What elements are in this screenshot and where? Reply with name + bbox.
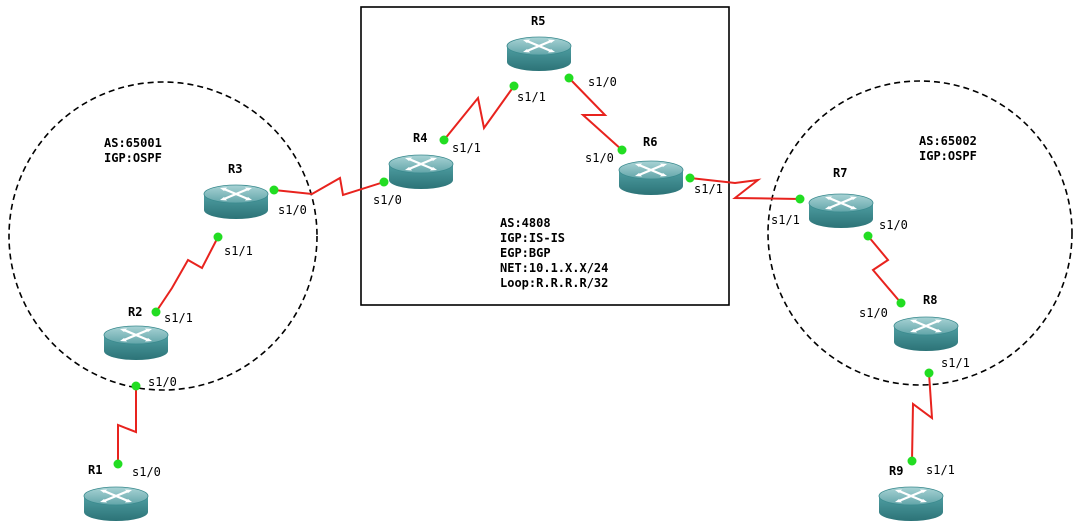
iface-label-r6-s11: s1/1 [694, 182, 723, 196]
as-4808-number: AS:4808 [500, 216, 551, 230]
iface-label-r5-s11: s1/1 [517, 90, 546, 104]
port-r3-s10 [269, 185, 279, 195]
iface-label-r3-s10: s1/0 [278, 203, 307, 217]
as-65001-boundary [8, 81, 318, 391]
as-65002-boundary [767, 80, 1073, 386]
router-r9[interactable] [877, 485, 945, 523]
port-r6-s11 [685, 173, 695, 183]
as-4808-net: NET:10.1.X.X/24 [500, 261, 608, 275]
iface-label-r1-s10: s1/0 [132, 465, 161, 479]
iface-label-r2-s10: s1/0 [148, 375, 177, 389]
router-r6[interactable] [617, 159, 685, 197]
port-r3-s11 [213, 232, 223, 242]
router-r5-label: R5 [531, 14, 545, 28]
port-r1-s10 [113, 459, 123, 469]
iface-label-r5-s10: s1/0 [588, 75, 617, 89]
port-r8-s11 [924, 368, 934, 378]
port-r7-s10 [863, 231, 873, 241]
router-r2[interactable] [102, 324, 170, 362]
link-r4-r5 [443, 85, 515, 141]
port-r4-s10 [379, 177, 389, 187]
router-r3-label: R3 [228, 162, 242, 176]
link-r8-r9 [911, 372, 934, 462]
link-r2-r3 [155, 236, 219, 313]
port-r9-s11 [907, 456, 917, 466]
port-r7-s11 [795, 194, 805, 204]
as-4808-loopback: Loop:R.R.R.R/32 [500, 276, 608, 290]
router-r9-label: R9 [889, 464, 903, 478]
port-r4-s11 [439, 135, 449, 145]
iface-label-r8-s10: s1/0 [859, 306, 888, 320]
router-r4-label: R4 [413, 131, 427, 145]
router-r7[interactable] [807, 192, 875, 230]
router-r4[interactable] [387, 153, 455, 191]
router-r1-label: R1 [88, 463, 102, 477]
iface-label-r2-s11: s1/1 [164, 311, 193, 325]
port-r8-s10 [896, 298, 906, 308]
as-4808-egp: EGP:BGP [500, 246, 551, 260]
link-r6-r7 [689, 177, 801, 200]
iface-label-r3-s11: s1/1 [224, 244, 253, 258]
link-r3-r4 [273, 176, 385, 197]
as-65001-igp: IGP:OSPF [104, 151, 162, 165]
iface-label-r7-s10: s1/0 [879, 218, 908, 232]
as-65001-number: AS:65001 [104, 136, 162, 150]
iface-label-r4-s11: s1/1 [452, 141, 481, 155]
as-65002-igp: IGP:OSPF [919, 149, 977, 163]
router-r8-label: R8 [923, 293, 937, 307]
router-r6-label: R6 [643, 135, 657, 149]
iface-label-r8-s11: s1/1 [941, 356, 970, 370]
router-r3[interactable] [202, 183, 270, 221]
iface-label-r6-s10: s1/0 [585, 151, 614, 165]
link-r7-r8 [867, 235, 902, 304]
iface-label-r4-s10: s1/0 [373, 193, 402, 207]
router-r8[interactable] [892, 315, 960, 353]
as-65002-number: AS:65002 [919, 134, 977, 148]
router-r5[interactable] [505, 35, 573, 73]
router-r7-label: R7 [833, 166, 847, 180]
port-r5-s10 [564, 73, 574, 83]
link-r5-r6 [568, 77, 623, 151]
router-r2-label: R2 [128, 305, 142, 319]
iface-label-r9-s11: s1/1 [926, 463, 955, 477]
as-4808-igp: IGP:IS-IS [500, 231, 565, 245]
as-4808-boundary [360, 6, 730, 306]
iface-label-r7-s11: s1/1 [771, 213, 800, 227]
port-r2-s10 [131, 381, 141, 391]
link-r1-r2 [117, 386, 137, 464]
port-r6-s10 [617, 145, 627, 155]
port-r2-s11 [151, 307, 161, 317]
router-r1[interactable] [82, 485, 150, 523]
port-r5-s11 [509, 81, 519, 91]
